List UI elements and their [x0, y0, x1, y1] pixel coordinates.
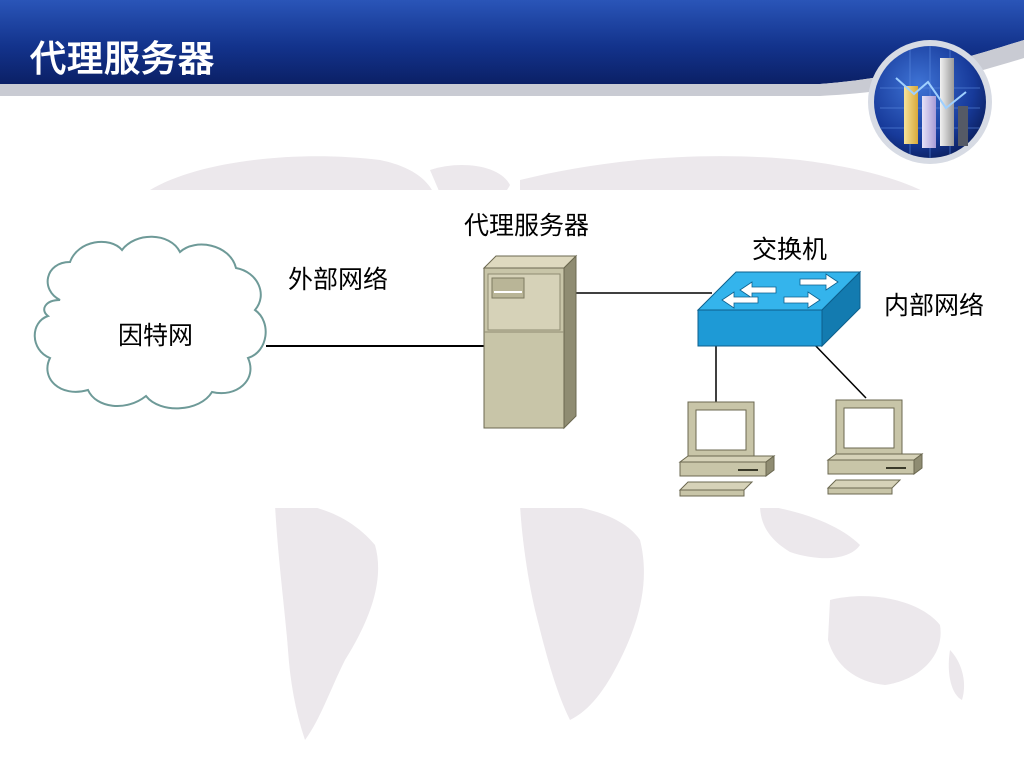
edge-switch-pc2	[811, 341, 867, 399]
slide-header	[0, 0, 1024, 96]
desktop-computer-icon	[678, 401, 776, 497]
desktop-computer-icon	[826, 399, 924, 495]
bar-chart-globe-icon	[868, 40, 992, 164]
label-internal-network: 内部网络	[884, 291, 985, 320]
server-tower-icon	[482, 254, 578, 430]
cloud-icon	[33, 235, 267, 410]
label-external-network: 外部网络	[288, 265, 389, 294]
network-switch-icon	[696, 270, 862, 348]
slide-title: 代理服务器	[30, 39, 216, 80]
node-label-internet: 因特网	[118, 321, 194, 350]
node-label-switch: 交换机	[752, 235, 828, 264]
node-label-proxy-server: 代理服务器	[464, 211, 590, 240]
